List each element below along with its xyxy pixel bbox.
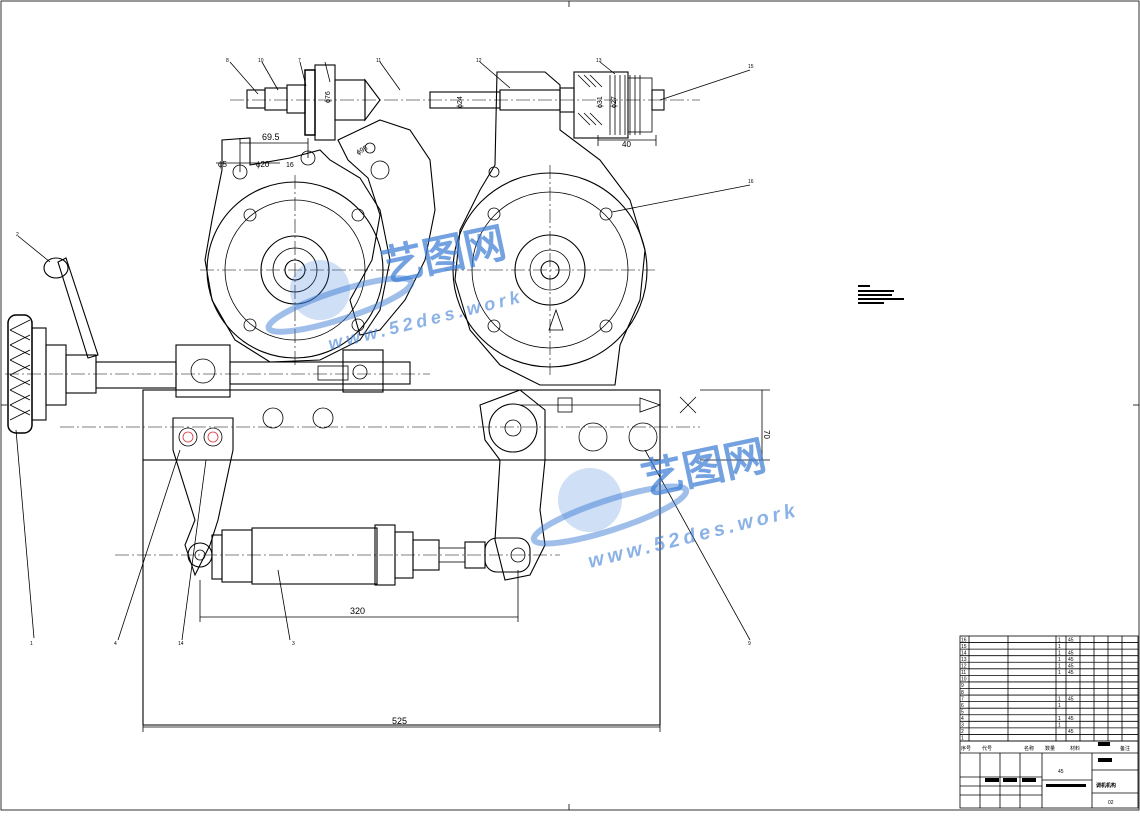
parts-row-material: 45 [1068, 729, 1074, 735]
balloon-2: 2 [16, 232, 19, 238]
watermark-1: 艺图网 www.52des.work [265, 219, 525, 354]
parts-row-qty: 1 [1058, 716, 1061, 722]
header-name: 名称 [1024, 745, 1034, 752]
parts-row-qty: 1 [1058, 664, 1061, 670]
balloon-7: 7 [298, 58, 301, 64]
parts-row-material: 45 [1068, 664, 1074, 670]
left-link-arm [172, 417, 234, 577]
cam-plate [337, 119, 436, 336]
left-gear-housing [200, 137, 391, 365]
parts-row-qty: 1 [1058, 723, 1061, 729]
title-drawing-name: 调机机构 [1096, 782, 1116, 789]
title-sheet-no: 02 [1108, 800, 1114, 806]
dim-320: 320 [350, 606, 365, 616]
parts-row-material: 45 [1068, 696, 1074, 702]
parts-row-no: 6 [961, 703, 964, 709]
balloon-13: 13 [596, 58, 602, 64]
parts-row-no: 9 [961, 683, 964, 689]
parts-row-no: 2 [961, 729, 964, 735]
balloon-10: 10 [258, 58, 264, 64]
balloon-12: 12 [476, 58, 482, 64]
technical-notes [858, 285, 904, 304]
dim-phi27: ϕ27 [611, 96, 618, 108]
parts-row-no: 10 [961, 677, 967, 683]
parts-row-no: 7 [961, 696, 964, 702]
dim-phi24: ϕ24 [457, 96, 464, 108]
title-block-frame [959, 635, 1139, 809]
dim-phi31: ϕ31 [597, 96, 604, 108]
header-code: 代号 [982, 745, 992, 752]
header-material: 材料 [1070, 745, 1080, 752]
title-material: 45 [1058, 769, 1064, 775]
dim-525: 525 [392, 716, 407, 726]
watermark-2: 艺图网 www.52des.work [530, 432, 801, 573]
parts-row-no: 14 [961, 650, 967, 656]
parts-row-qty: 1 [1058, 703, 1061, 709]
balloon-15: 15 [748, 64, 754, 70]
parts-row-no: 3 [961, 723, 964, 729]
parts-row-no: 15 [961, 644, 967, 650]
base-frame [60, 389, 700, 726]
dim-70: 70 [762, 430, 771, 439]
watermark-brand-1: 艺图网 [377, 219, 510, 291]
parts-row-no: 8 [961, 690, 964, 696]
right-lever-arm [262, 389, 697, 581]
header-remark: 备注 [1120, 745, 1130, 752]
balloon-1: 1 [30, 641, 33, 647]
parts-row-qty: 1 [1058, 670, 1061, 676]
dim-40: 40 [622, 140, 631, 149]
parts-row-no: 4 [961, 716, 964, 722]
parts-row-material: 45 [1068, 637, 1074, 643]
parts-row-no: 13 [961, 657, 967, 663]
parts-row-qty: 1 [1058, 644, 1061, 650]
parts-row-material: 45 [1068, 657, 1074, 663]
balloon-16: 16 [748, 179, 754, 185]
right-gear-housing [445, 71, 655, 386]
dimension-lines [142, 135, 770, 732]
header-no: 序号 [961, 745, 971, 752]
header-qty: 数量 [1045, 745, 1055, 752]
balloon-8: 8 [226, 58, 229, 64]
dim-phi20: ϕ20 [256, 160, 270, 169]
parts-row-material: 45 [1068, 716, 1074, 722]
balloon-3: 3 [292, 641, 295, 647]
leader-lines [15, 61, 751, 641]
lever-handle[interactable] [57, 257, 99, 359]
dim-phi5: ϕ5 [218, 160, 227, 169]
parts-row-qty: 1 [1058, 696, 1061, 702]
parts-row-no: 12 [961, 664, 967, 670]
balloon-9: 9 [748, 641, 751, 647]
parts-row-material: 45 [1068, 650, 1074, 656]
parts-row-no: 11 [961, 670, 966, 676]
dim-16: 16 [286, 162, 294, 169]
watermark-brand-2: 艺图网 [637, 432, 770, 504]
dim-69-5: 69.5 [262, 132, 280, 142]
handwheel-shaft [5, 257, 430, 434]
parts-row-qty: 1 [1058, 637, 1061, 643]
parts-row-qty: 1 [1058, 657, 1061, 663]
balloon-11: 11 [376, 58, 381, 64]
hydraulic-cylinder [115, 524, 560, 586]
dim-phi76: ϕ76 [325, 91, 332, 103]
parts-row-qty: 1 [1058, 650, 1061, 656]
balloon-14: 14 [178, 641, 184, 647]
dim-phi95: ϕ95 [356, 145, 370, 157]
parts-row-no: 16 [961, 637, 967, 643]
parts-row-material: 45 [1068, 670, 1074, 676]
parts-row-no: 5 [961, 709, 964, 715]
balloon-4: 4 [114, 641, 117, 647]
parts-row-no: 1 [961, 736, 964, 742]
top-shaft-assembly [230, 64, 700, 141]
